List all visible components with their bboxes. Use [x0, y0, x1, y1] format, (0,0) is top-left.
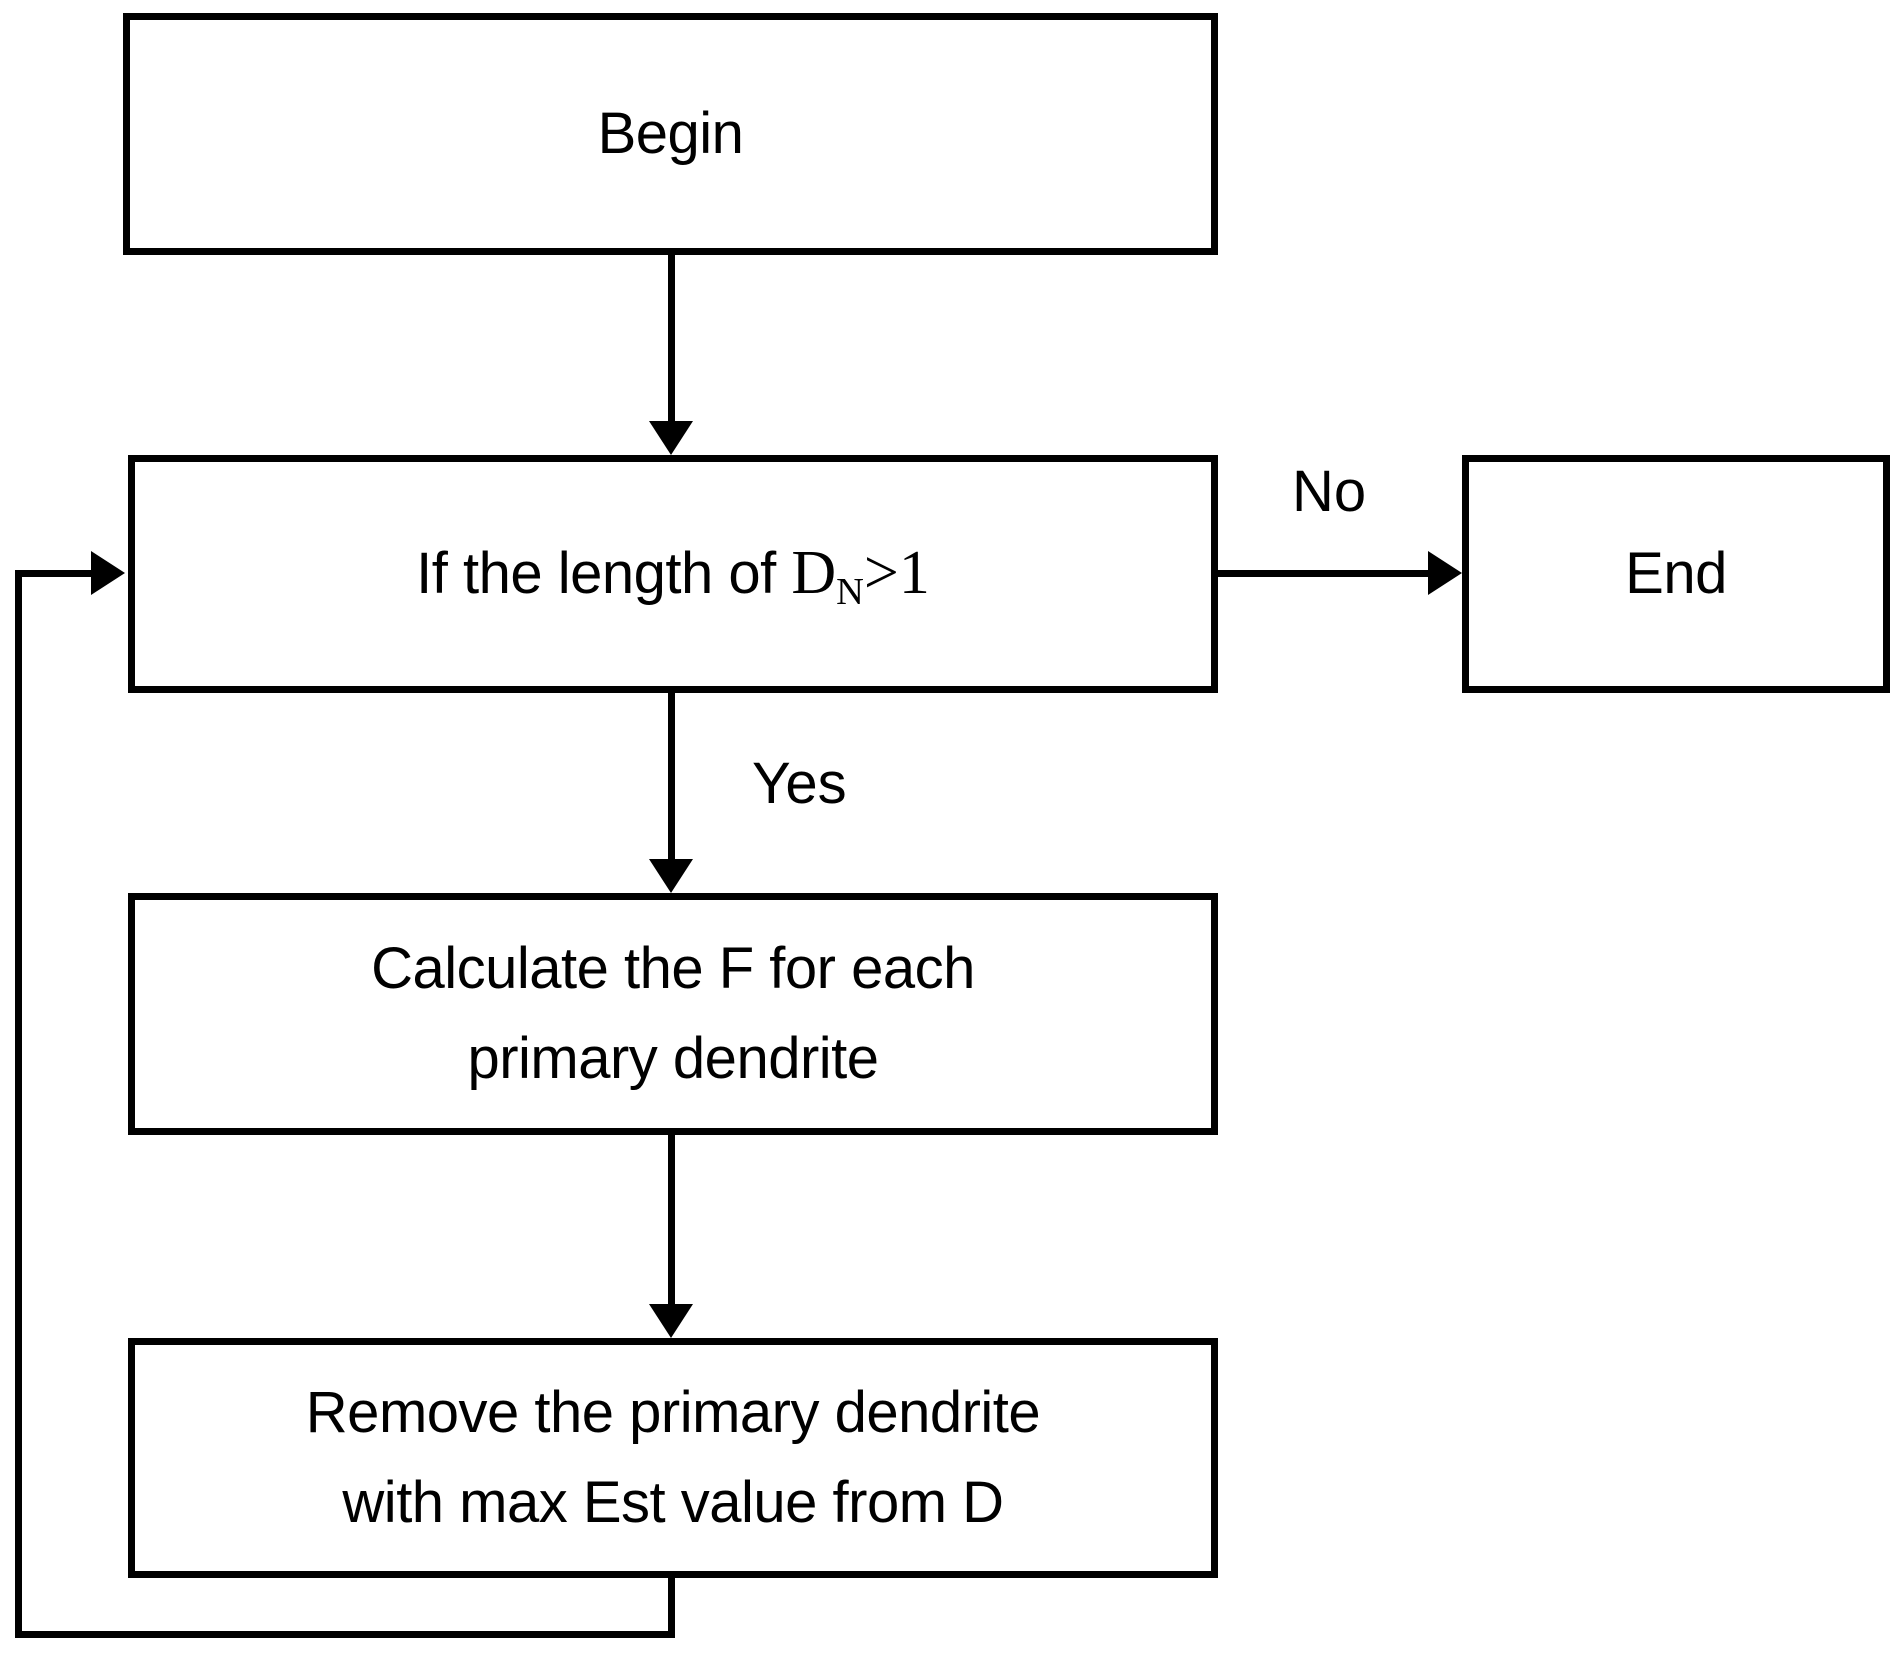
node-begin-label: Begin — [597, 101, 744, 167]
node-end-label: End — [1625, 541, 1727, 607]
node-begin[interactable]: Begin — [123, 13, 1218, 255]
node-remove-label: Remove the primary dendrite with max Est… — [305, 1380, 1041, 1535]
connector-begin-to-decision — [668, 255, 675, 425]
node-remove-dendrite[interactable]: Remove the primary dendrite with max Est… — [128, 1338, 1218, 1578]
edge-label-yes: Yes — [752, 751, 847, 816]
node-decision-math: DN>1 — [791, 539, 930, 613]
connector-decision-to-calculate — [668, 693, 675, 863]
arrowhead-decision-to-end — [1428, 551, 1462, 595]
connector-loop-bottom — [15, 1631, 675, 1638]
connector-calculate-to-remove — [668, 1135, 675, 1305]
node-end[interactable]: End — [1462, 455, 1890, 693]
node-decision-label: If the length of DN>1 — [400, 525, 946, 622]
node-decision-length-check[interactable]: If the length of DN>1 — [128, 455, 1218, 693]
connector-loop-into-decision — [15, 570, 93, 577]
connector-loop-left — [15, 570, 22, 1638]
arrowhead-decision-to-calculate — [649, 859, 693, 893]
node-decision-math-suffix: >1 — [863, 539, 930, 608]
node-decision-math-subscript: N — [836, 571, 864, 614]
node-decision-math-symbol: D — [791, 539, 837, 608]
node-calculate-f[interactable]: Calculate the F for each primary dendrit… — [128, 893, 1218, 1135]
node-decision-text-prefix: If the length of — [416, 541, 792, 607]
edge-label-no: No — [1292, 459, 1367, 524]
arrowhead-begin-to-decision — [649, 421, 693, 455]
connector-decision-to-end — [1218, 570, 1430, 577]
connector-loop-down — [668, 1578, 675, 1638]
arrowhead-calculate-to-remove — [649, 1304, 693, 1338]
arrowhead-loop-to-decision — [91, 551, 125, 595]
node-calculate-label: Calculate the F for each primary dendrit… — [371, 936, 975, 1091]
